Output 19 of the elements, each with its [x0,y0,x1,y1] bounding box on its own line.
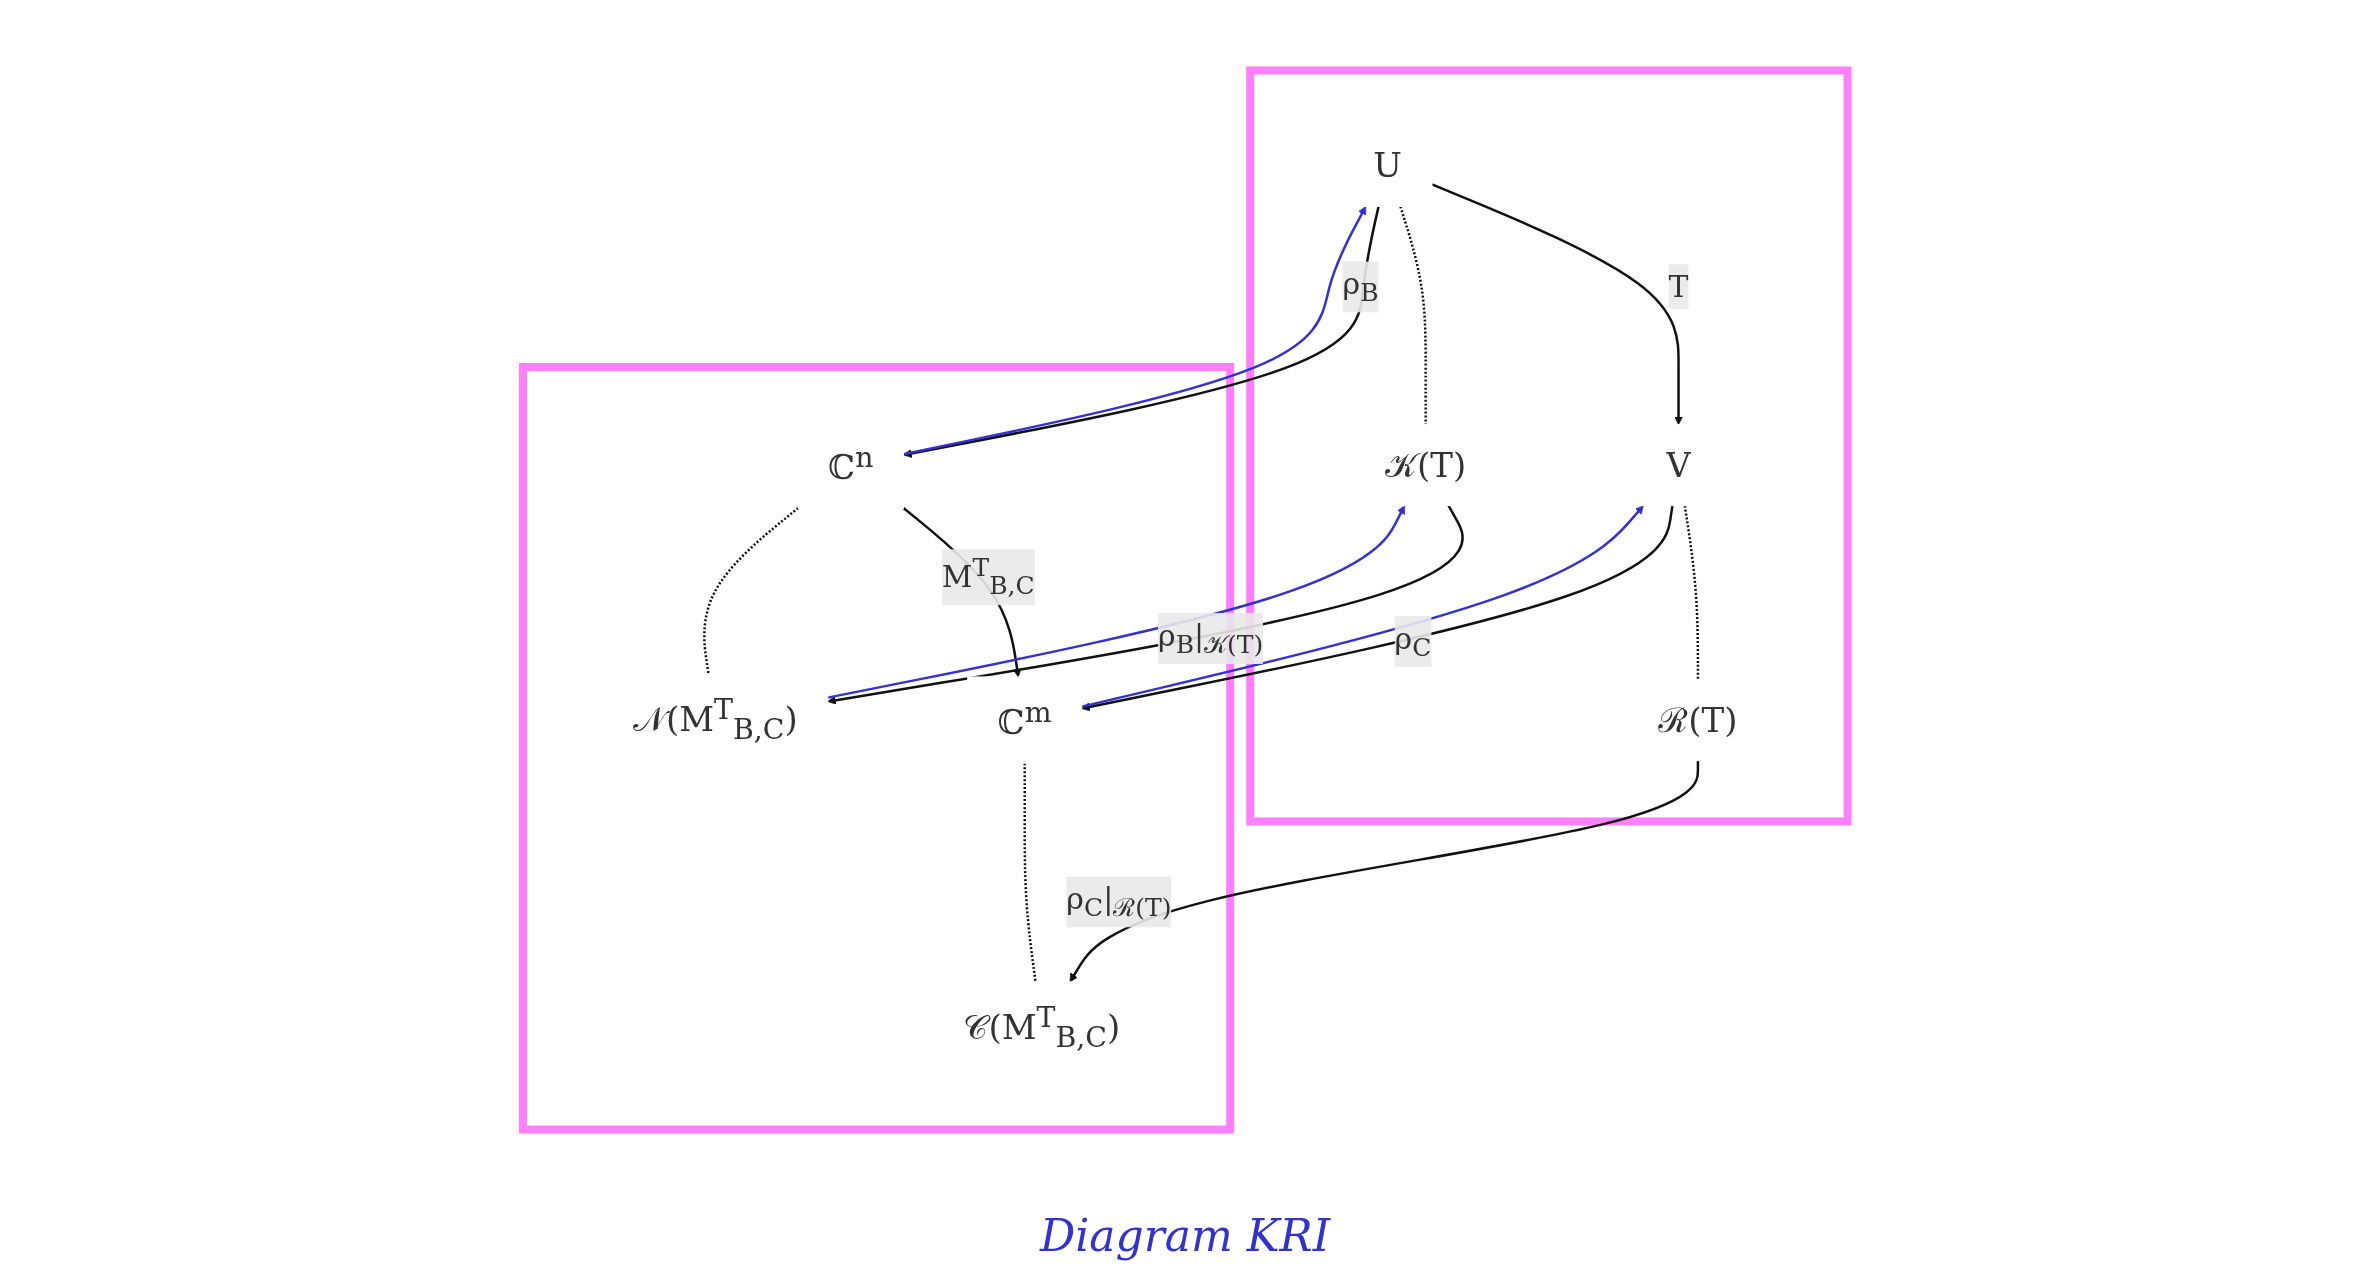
edge-label: T [1668,269,1689,305]
node-text: 𝒞(M$^{T}$$_{B,C}$) [963,1000,1120,1055]
connector [702,507,799,674]
edge-label: ρ$_{C}$ [1394,620,1432,662]
edge-label: ρ$_{C}$|$_{ℛ(T)}$ [1066,881,1172,923]
edge-label: ρ$_{B}$|$_{𝒦(T)}$ [1157,618,1264,660]
node-text: ℂ$^{n}$ [827,440,874,488]
connector [1683,505,1699,680]
node-text: 𝒩(M$^{T}$$_{B,C}$) [632,692,798,746]
connector [1398,206,1427,425]
connector [1023,763,1037,983]
arrow [1431,183,1683,426]
node-text: ℛ(T) [1658,699,1738,740]
handwritten-note: Diagram KRI [1039,1210,1331,1261]
arrow [1069,760,1699,983]
edge-label: ρ$_{B}$ [1342,266,1379,308]
node-text: U [1373,145,1402,186]
node-text: 𝒦(T) [1384,444,1466,485]
node-text: V [1665,444,1691,485]
